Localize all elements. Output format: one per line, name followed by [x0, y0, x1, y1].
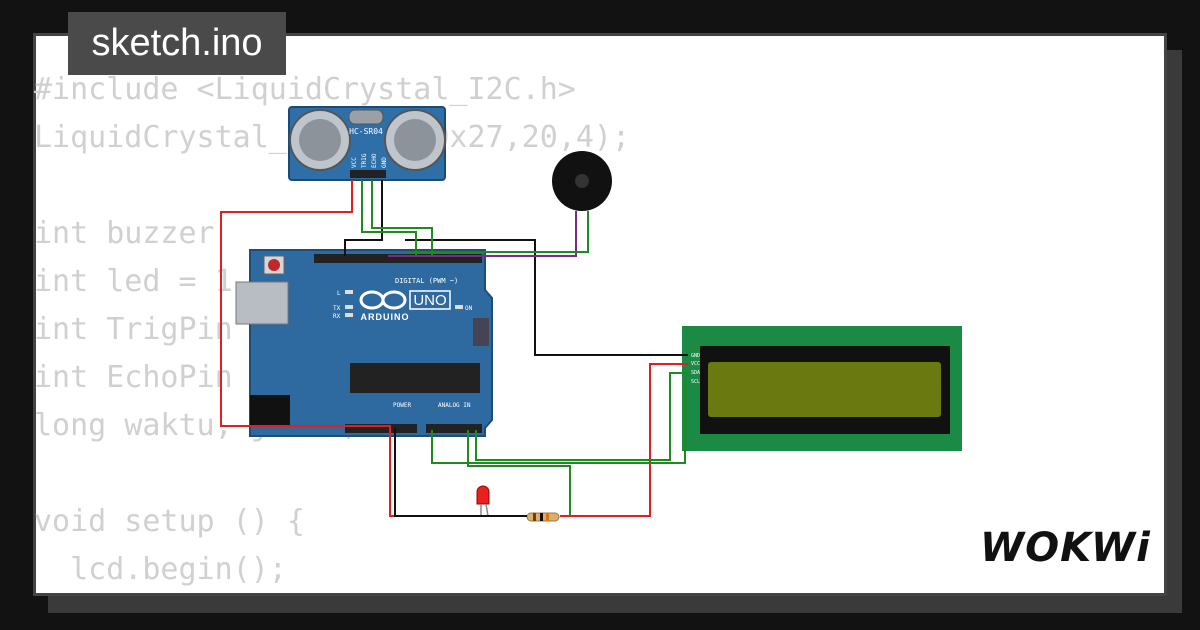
led-rx-label: RX — [333, 313, 341, 320]
reset-button[interactable] — [268, 259, 280, 271]
power-header-label: POWER — [393, 402, 411, 409]
buzzer[interactable] — [552, 151, 612, 211]
sensor-pin-label: VCC — [351, 157, 358, 168]
wokwi-logo: WOKWi — [980, 525, 1151, 571]
sensor-label: HC-SR04 — [349, 127, 383, 136]
led-l-label: L — [337, 290, 341, 297]
code-line: #include <LiquidCrystal_I2C.h> — [34, 72, 576, 107]
red-led[interactable] — [476, 485, 490, 517]
lcd-pin-label: GND — [691, 353, 700, 359]
code-line: int buzzer — [34, 216, 215, 251]
sensor-pin-label: ECHO — [371, 153, 378, 168]
code-line: int led = 1 — [34, 264, 233, 299]
wires — [220, 180, 688, 517]
arduino-uno-board[interactable]: DIGITAL (PWM ~) UNO ARDUINO L TX RX ON P… — [235, 249, 493, 437]
sketch-filename-tab[interactable]: sketch.ino — [68, 12, 286, 75]
ultrasonic-sensor[interactable]: HC-SR04 VCC TRIG ECHO GND — [288, 106, 446, 181]
lcd-display[interactable]: GND VCC SDA SCL — [682, 326, 962, 451]
power-on-label: ON — [465, 305, 473, 312]
code-line: lcd.begin(); — [34, 552, 287, 587]
resistor[interactable] — [526, 512, 560, 522]
lcd-pin-label: SCL — [691, 379, 700, 385]
code-line: void setup () { — [34, 504, 305, 539]
analog-header-label: ANALOG IN — [438, 402, 471, 409]
digital-header-label: DIGITAL (PWM ~) — [395, 277, 458, 285]
board-model-label: UNO — [413, 292, 446, 309]
sensor-pin-label: TRIG — [361, 153, 368, 168]
sensor-pin-label: GND — [381, 157, 388, 168]
lcd-pin-label: SDA — [691, 370, 700, 376]
arduino-infinity-icon — [359, 290, 407, 310]
code-background: #include <LiquidCrystal_I2C.h>LiquidCrys… — [34, 66, 630, 594]
code-line: int EchoPin — [34, 360, 233, 395]
led-tx-label: TX — [333, 305, 341, 312]
board-brand-label: ARDUINO — [361, 312, 410, 322]
lcd-pin-label: VCC — [691, 361, 700, 367]
code-line: int TrigPin — [34, 312, 233, 347]
